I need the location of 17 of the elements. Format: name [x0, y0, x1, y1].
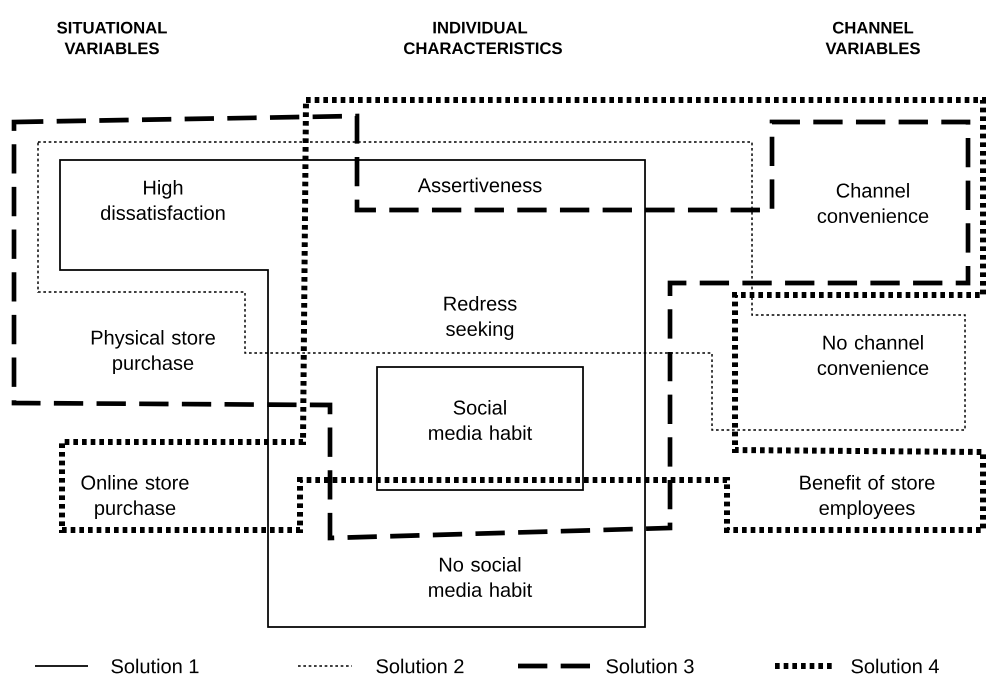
category-label: No channel convenience: [818, 335, 928, 375]
legend-label: Solution 3: [606, 658, 694, 674]
category-label: High dissatisfaction: [101, 180, 224, 220]
legend-label: Solution 2: [376, 658, 464, 674]
category-label: No social media habit: [429, 557, 532, 597]
category-label: Social media habit: [429, 400, 532, 440]
category-label: Benefit of store employees: [800, 475, 934, 519]
category-label: Channel convenience: [818, 183, 928, 223]
category-label: Physical store purchase: [92, 330, 215, 374]
legend-label: Solution 4: [851, 658, 939, 674]
legend-label: Solution 1: [111, 658, 198, 674]
category-label: Online store purchase: [81, 475, 189, 519]
category-label: Redress seeking: [444, 296, 516, 340]
column-header: INDIVIDUAL CHARACTERISTICS: [404, 22, 562, 54]
column-header: CHANNEL VARIABLES: [826, 22, 920, 54]
category-label: Assertiveness: [418, 178, 542, 192]
column-header: SITUATIONAL VARIABLES: [57, 22, 167, 54]
